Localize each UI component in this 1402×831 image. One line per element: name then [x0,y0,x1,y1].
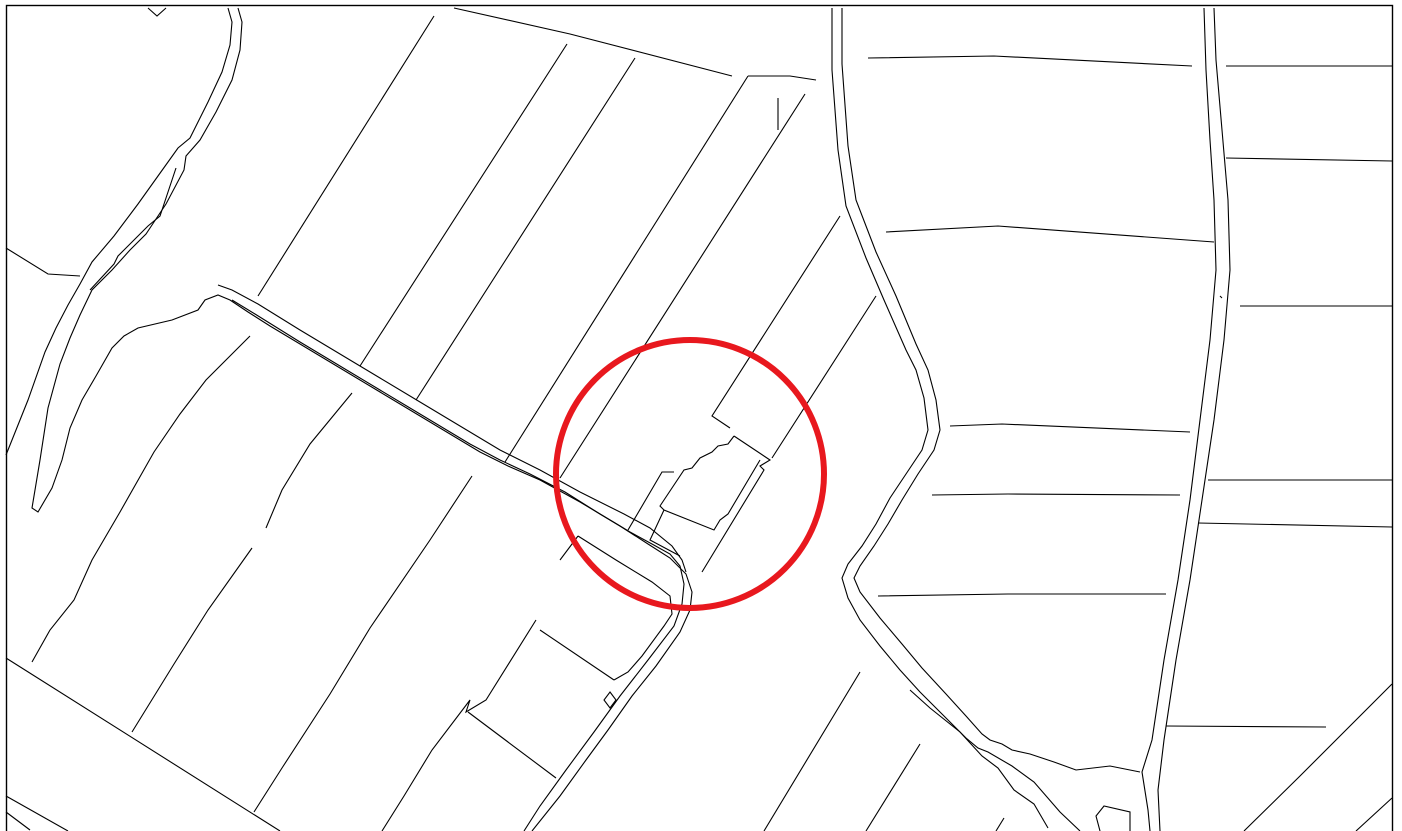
parcel-boundary [1225,157,1393,162]
parcel-boundary [995,817,1005,831]
parcel-boundary [5,247,81,277]
parcel-boundary [885,225,1215,243]
parcel-boundary [147,7,167,17]
parcel-boundary [865,743,921,831]
road-edge [841,8,1141,773]
parcel-boundary [909,689,1049,829]
parcel-boundary [748,75,817,81]
parcel-boundary [1355,797,1393,831]
parcel-boundary [1197,522,1393,528]
road-edge [1141,7,1217,831]
road-edge [31,7,693,831]
parcel-boundary [131,547,253,733]
road-edge [831,8,1081,831]
parcel-boundary [949,423,1191,433]
parcel-lines [5,7,1393,831]
parcel-boundary [5,811,31,831]
parcel-boundary [931,493,1181,496]
parcel-boundary [381,619,537,831]
parcel-boundary [1243,683,1393,831]
parcel-boundary [467,711,557,779]
parcel-boundary [359,43,568,367]
parcel-boundary [539,629,615,681]
parcel-boundary [5,657,281,831]
parcel-boundary [1165,725,1327,728]
location-marker-circle[interactable] [553,337,827,611]
road-edge [89,167,177,291]
parcel-boundary [649,509,681,557]
parcel-boundary [415,57,636,401]
parcel-boundary [577,535,673,681]
parcel-boundary [763,671,861,831]
parcel-boundary [877,593,1166,597]
parcel-boundary [504,75,749,463]
survey-marker [603,691,617,709]
road-edge [217,284,687,573]
parcel-boundary [771,295,877,459]
parcel-boundary [559,93,806,479]
map-border [5,4,1394,831]
building-outline [659,435,761,531]
road-edge [1157,7,1231,831]
parcel-boundary [265,392,353,529]
parcel-boundary [453,7,733,77]
parcel-boundary [31,335,251,663]
parcel-boundary [253,475,473,813]
parcel-boundary [867,55,1193,67]
road-edge [5,7,233,456]
building-outline [711,215,841,429]
parcel-boundary [5,795,69,831]
parcel-boundary [257,15,435,297]
parcel-boundary [1095,805,1131,831]
parcel-boundary [627,471,674,531]
building-outline [701,435,772,573]
road-edge [231,299,685,831]
parcel-boundary [1219,295,1223,299]
